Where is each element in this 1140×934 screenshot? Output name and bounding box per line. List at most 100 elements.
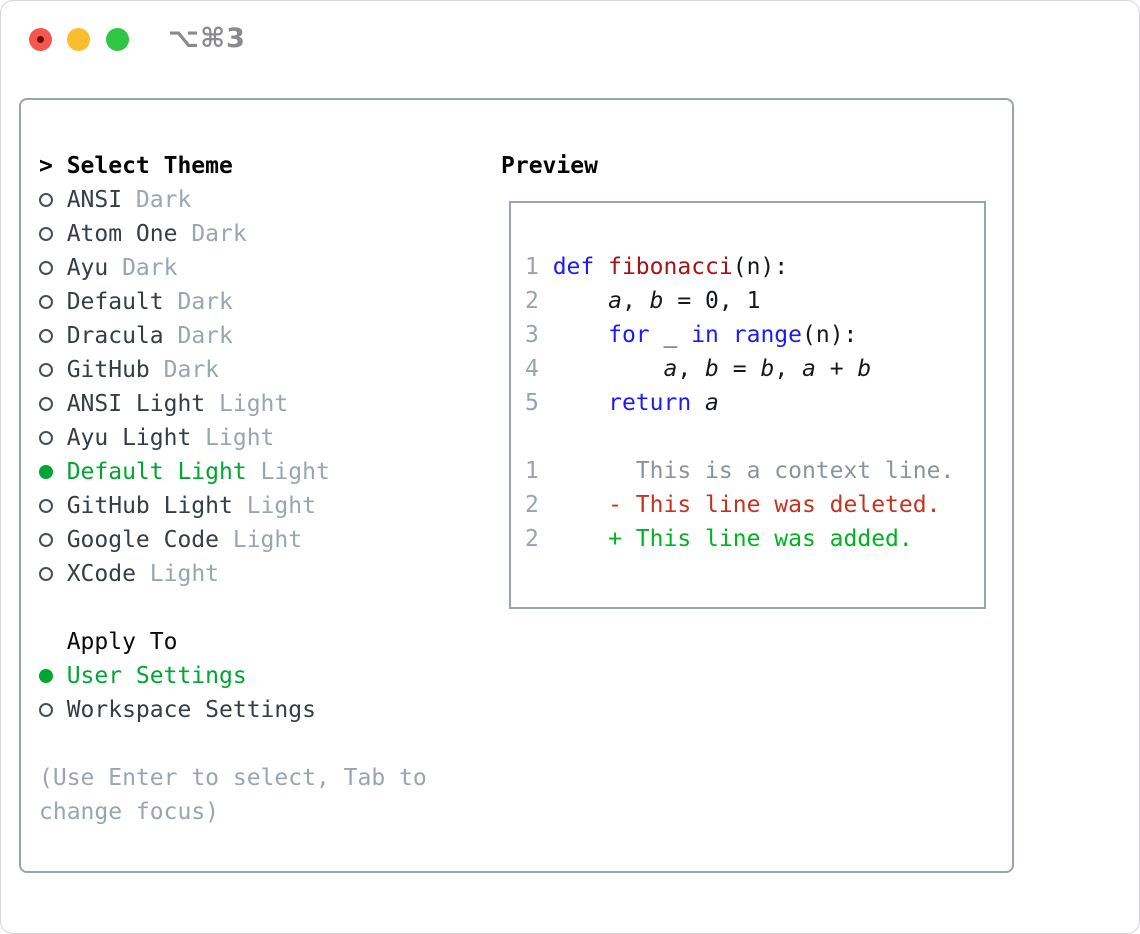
theme-option[interactable]: Google Code Light: [39, 523, 427, 557]
radio-unselected-icon: [39, 693, 67, 727]
radio-circle: [39, 192, 53, 207]
apply-to-option[interactable]: Workspace Settings: [39, 693, 427, 727]
option-label: Default: [66, 289, 164, 315]
radio-unselected-icon: [39, 387, 67, 421]
option-variant-label: Light: [219, 527, 303, 553]
radio-circle: [39, 328, 53, 343]
code-line: 2 a, b = 0, 1: [525, 284, 984, 318]
radio-unselected-icon: [39, 251, 67, 285]
option-label: ANSI: [66, 187, 123, 213]
option-variant-label: Light: [135, 561, 220, 587]
spacer-row: [39, 727, 427, 761]
theme-option[interactable]: Ayu Dark: [39, 251, 427, 285]
radio-unselected-icon: [39, 285, 67, 319]
theme-option[interactable]: Default Light Light: [39, 455, 427, 489]
line-number: 3: [525, 322, 553, 348]
radio-circle: [39, 260, 53, 275]
radio-circle: [39, 498, 53, 513]
code-segment-plain: [553, 356, 664, 382]
titlebar: ⌥⌘3: [1, 1, 1139, 77]
code-line: 1 def fibonacci(n):: [525, 250, 984, 284]
code-segment-kw: return: [608, 390, 692, 416]
unsaved-indicator-icon: [37, 36, 44, 43]
radio-circle: [39, 294, 53, 309]
option-label: Ayu: [66, 255, 109, 281]
line-number: 2: [525, 288, 553, 314]
theme-option[interactable]: ANSI Dark: [39, 183, 427, 217]
theme-option[interactable]: Ayu Light Light: [39, 421, 427, 455]
line-number: 1: [525, 458, 553, 484]
code-segment-var: a: [663, 356, 678, 382]
code-segment-fn: fibonacci: [608, 254, 733, 280]
radio-unselected-icon: [39, 319, 67, 353]
radio-circle: [39, 362, 53, 377]
option-variant-label: Dark: [163, 289, 233, 315]
theme-option[interactable]: ANSI Light Light: [39, 387, 427, 421]
radio-unselected-icon: [39, 217, 67, 251]
code-segment-var: b: [760, 356, 775, 382]
radio-circle: [39, 702, 53, 717]
code-line: 2 - This line was deleted.: [525, 488, 984, 522]
radio-circle: [39, 532, 53, 547]
code-segment-plain: =: [718, 356, 761, 382]
option-label: Dracula: [66, 323, 164, 349]
code-segment-ctx: This is a context line.: [552, 458, 955, 484]
option-variant-label: Light: [191, 425, 275, 451]
theme-option[interactable]: GitHub Dark: [39, 353, 427, 387]
code-segment-plain: [719, 322, 733, 348]
code-segment-var: a: [705, 390, 719, 416]
minimize-button[interactable]: [67, 28, 90, 51]
option-variant-label: Light: [246, 459, 330, 485]
option-variant-label: Dark: [163, 323, 233, 349]
code-segment-plain: +: [815, 356, 858, 382]
option-label: Atom One: [66, 221, 178, 247]
line-number: 5: [525, 390, 553, 416]
radio-circle: [39, 668, 53, 683]
code-segment-var: a: [608, 288, 622, 314]
radio-unselected-icon: [39, 523, 67, 557]
close-button[interactable]: [29, 28, 52, 51]
theme-option[interactable]: XCode Light: [39, 557, 427, 591]
code-segment-plain: [553, 322, 608, 348]
option-variant-label: Dark: [122, 187, 192, 213]
select-theme-header: >Select Theme: [39, 149, 427, 183]
radio-circle: [39, 226, 53, 241]
radio-unselected-icon: [39, 421, 67, 455]
code-segment-kw: for: [608, 322, 650, 348]
maximize-button[interactable]: [106, 28, 129, 51]
code-segment-add: + This line was added.: [552, 526, 913, 552]
option-label: GitHub: [66, 357, 150, 383]
code-line: 4 a, b = b, a + b: [525, 352, 984, 386]
apply-to-option[interactable]: User Settings: [39, 659, 427, 693]
spacer-row: [39, 591, 427, 625]
radio-unselected-icon: [39, 183, 67, 217]
line-number: 2: [525, 492, 553, 518]
theme-option[interactable]: Dracula Dark: [39, 319, 427, 353]
theme-option[interactable]: GitHub Light Light: [39, 489, 427, 523]
code-segment-plain: ,: [621, 288, 650, 314]
option-label: Default Light: [66, 459, 247, 485]
option-variant-label: Light: [232, 493, 316, 519]
option-label: ANSI Light: [66, 391, 206, 417]
code-line: 3 for _ in range(n):: [525, 318, 984, 352]
hint-line-1: (Use Enter to select, Tab to: [39, 765, 427, 791]
theme-option[interactable]: Atom One Dark: [39, 217, 427, 251]
code-segment-kw: def: [552, 254, 595, 280]
theme-option[interactable]: Default Dark: [39, 285, 427, 319]
radio-circle: [39, 464, 53, 479]
line-number: 1: [525, 254, 553, 280]
radio-unselected-icon: [39, 557, 67, 591]
code-line: [525, 420, 984, 454]
code-segment-plain: ,: [774, 356, 803, 382]
code-segment-del: - This line was deleted.: [552, 492, 941, 518]
code-segment-plain: [553, 288, 608, 314]
code-segment-var: b: [857, 356, 872, 382]
code-segment-kw: in: [691, 322, 719, 348]
radio-selected-icon: [39, 455, 67, 489]
code-segment-plain: = 0, 1: [663, 288, 761, 314]
